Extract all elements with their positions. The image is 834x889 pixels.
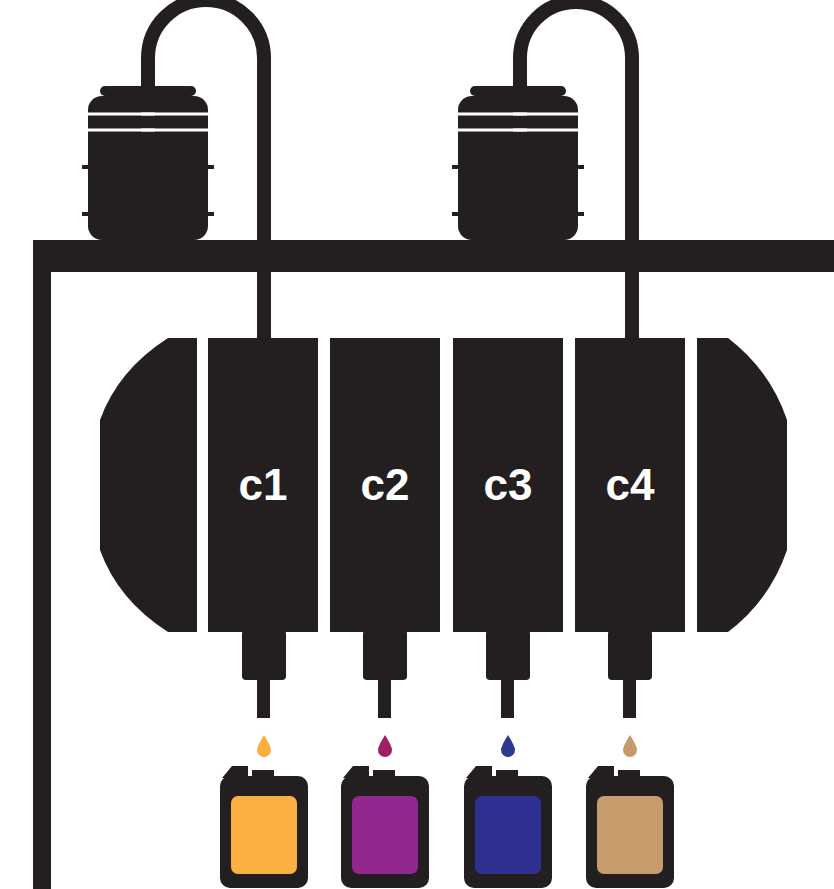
- jerry-can: [586, 766, 674, 888]
- outlet-nozzle: [608, 630, 652, 718]
- tank-end-cap: [100, 338, 197, 632]
- chamber-label: c4: [606, 463, 655, 507]
- drop: [257, 735, 271, 757]
- frame-beam: [33, 240, 834, 272]
- tank-chamber: c2: [330, 338, 440, 632]
- siphon-pipe: [148, 0, 264, 342]
- chamber-label: c2: [361, 463, 410, 507]
- tank-chamber: c3: [453, 338, 563, 632]
- tank-end-cap: [697, 338, 787, 632]
- drop: [623, 735, 637, 757]
- siphon-pipe: [520, 2, 632, 342]
- drop: [501, 735, 515, 757]
- chamber-label: c3: [484, 463, 533, 507]
- chamber-label: c1: [239, 463, 288, 507]
- tank-chamber: c4: [575, 338, 685, 632]
- outlet-nozzle: [242, 630, 286, 718]
- drop: [378, 735, 392, 757]
- frame-post: [33, 240, 51, 889]
- tank-chamber: c1: [208, 338, 318, 632]
- jerry-can: [220, 766, 308, 888]
- jerry-can: [341, 766, 429, 888]
- jerry-can: [464, 766, 552, 888]
- outlet-nozzle: [486, 630, 530, 718]
- outlet-nozzle: [363, 630, 407, 718]
